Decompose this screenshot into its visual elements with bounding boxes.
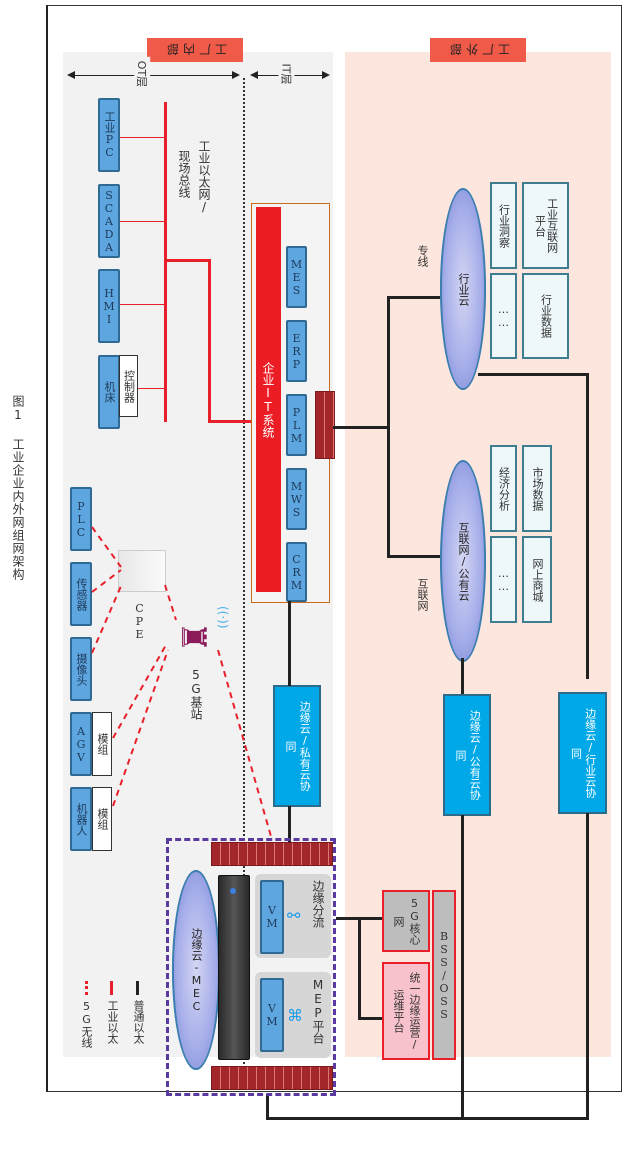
public-cloud[interactable]: 互联网/公有云 xyxy=(440,460,486,662)
trunk-to-public-cloud xyxy=(387,555,441,558)
ot-device-machine-tool[interactable]: 机床 xyxy=(98,355,120,429)
core-network-5g[interactable]: 5G核心网 xyxy=(382,890,430,952)
ot-device-link xyxy=(138,388,164,389)
bus-to-it-line-h2 xyxy=(208,420,253,423)
collab-private-cloud[interactable]: 边缘云/私有云协同 xyxy=(273,685,321,807)
server-led-icon xyxy=(230,888,236,894)
figure-caption: 图1 工业企业内外网组网架构 xyxy=(11,395,25,581)
operator-branch-vertical xyxy=(358,917,361,1019)
ot-device-hmi[interactable]: HMI xyxy=(98,269,120,343)
ot-device-link xyxy=(120,304,164,305)
ot-layer-label: OT层 xyxy=(134,56,151,92)
ot-arrow-left-icon xyxy=(67,71,75,79)
legend-label-wireless: 5G无线 xyxy=(80,1000,93,1048)
it-system-crm[interactable]: CRM xyxy=(286,542,307,602)
inside-zone-label: 工厂内部 xyxy=(163,42,228,57)
mec-server-icon xyxy=(218,875,250,1060)
industry-service-data[interactable]: 行业数据 xyxy=(522,273,569,359)
industry-service-more[interactable]: …… xyxy=(490,273,517,359)
collab-industry-cloud[interactable]: 边缘云/行业云协同 xyxy=(558,692,607,814)
agv-module[interactable]: 模组 xyxy=(92,712,112,776)
collab-public-cloud[interactable]: 边缘云/公有云协同 xyxy=(443,694,491,816)
outside-zone-tag: 工厂外部 xyxy=(430,38,526,62)
industrial-bus xyxy=(164,102,167,422)
wireless-device-sensor[interactable]: 传感器 xyxy=(70,562,92,626)
vm-mep[interactable]: VM xyxy=(260,978,284,1052)
private-collab-to-mec-line xyxy=(288,806,291,846)
vm-offload[interactable]: VM xyxy=(260,880,284,954)
it-system-mes[interactable]: MES xyxy=(286,246,307,308)
offload-label: 边缘分流 xyxy=(311,880,325,928)
industry-collab-to-bottom xyxy=(586,813,589,1119)
it-to-private-collab-line xyxy=(288,601,291,686)
ot-device-link xyxy=(120,137,164,138)
legend-label-industrial: 工业以太 xyxy=(106,1000,119,1044)
wireless-device-robot[interactable]: 机器人 xyxy=(70,787,92,851)
industry-service-insight[interactable]: 行业洞察 xyxy=(490,182,517,269)
it-system-plm[interactable]: PLM xyxy=(286,394,307,456)
public-collab-to-bottom xyxy=(461,815,464,1119)
public-service-more[interactable]: …… xyxy=(490,536,517,623)
public-service-online-mall[interactable]: 网上商城 xyxy=(522,536,552,623)
mec-bottom-link xyxy=(266,1094,269,1119)
mec-cloud[interactable]: 边缘云-MEC xyxy=(172,870,220,1070)
ot-device-scada[interactable]: SCADA xyxy=(98,184,120,258)
robot-module[interactable]: 模组 xyxy=(92,787,112,851)
legend-label-ethernet: 普通以太 xyxy=(132,1000,145,1044)
external-trunk-line xyxy=(387,296,390,558)
public-cloud-down-line xyxy=(461,658,464,694)
mec-top-firewall-icon xyxy=(211,842,333,866)
outside-zone-label: 工厂外部 xyxy=(446,42,511,57)
ot-it-divider xyxy=(243,78,245,1068)
offload-share-icon: ⚯ xyxy=(287,906,301,925)
industry-cloud-link-label: 专线 xyxy=(416,245,429,267)
industry-cloud-to-collab xyxy=(478,373,589,376)
public-service-economic-analysis[interactable]: 经济分析 xyxy=(490,445,517,532)
operator-branch-platform xyxy=(358,1017,382,1020)
bus-to-it-line-h xyxy=(166,259,210,262)
bottom-connector xyxy=(266,1117,589,1120)
ot-device-industrial-pc[interactable]: 工业PC xyxy=(98,98,120,172)
base-station-icon[interactable]: ♜ xyxy=(173,621,213,653)
it-system-mws[interactable]: MWS xyxy=(286,468,307,530)
it-layer-label: IT层 xyxy=(278,59,295,89)
it-to-external-line xyxy=(333,426,389,429)
wireless-device-camera[interactable]: 摄像头 xyxy=(70,637,92,701)
it-arrow-right-icon xyxy=(322,71,330,79)
legend-swatch-industrial xyxy=(110,981,113,995)
legend-swatch-wireless xyxy=(85,981,88,995)
industry-cloud[interactable]: 行业云 xyxy=(440,188,486,390)
industry-collab-vertical xyxy=(586,373,589,679)
mec-bottom-firewall-icon xyxy=(211,1066,333,1090)
ot-layer-arrow xyxy=(72,75,238,76)
fieldbus-label-1: 工业以太网/ xyxy=(197,140,211,214)
bss-oss[interactable]: BSS/OSS xyxy=(432,890,456,1060)
public-cloud-link-label: 互联网 xyxy=(416,578,429,611)
mep-label: MEP平台 xyxy=(311,978,325,1044)
ot-arrow-right-icon xyxy=(232,71,240,79)
ot-device-link xyxy=(120,221,164,222)
legend-swatch-ethernet xyxy=(136,981,139,995)
cpe-device-icon[interactable] xyxy=(118,550,166,592)
it-arrow-left-icon xyxy=(250,71,258,79)
it-firewall-icon xyxy=(315,391,335,459)
it-system-erp[interactable]: ERP xyxy=(286,320,307,382)
signal-waves-icon: ((·)) xyxy=(216,606,230,629)
cpe-label: CPE xyxy=(133,602,146,641)
bus-to-it-line-v xyxy=(208,259,211,423)
public-service-market-data[interactable]: 市场数据 xyxy=(522,445,552,532)
enterprise-it-title: 企业IT系统 xyxy=(256,207,281,592)
base-station-label: 5G基站 xyxy=(189,668,203,720)
mep-api-icon: ⌘ xyxy=(287,1006,303,1025)
industry-service-platform[interactable]: 工业互联网平台 xyxy=(522,182,569,269)
fieldbus-label-2: 现场总线 xyxy=(177,150,191,198)
wireless-device-plc[interactable]: PLC xyxy=(70,487,92,551)
trunk-to-industry-cloud xyxy=(387,296,441,299)
inside-zone-tag: 工厂内部 xyxy=(147,38,243,62)
controller-module[interactable]: 控制器 xyxy=(119,355,138,417)
wireless-device-agv[interactable]: AGV xyxy=(70,712,92,776)
edge-ops-platform[interactable]: 统一边缘运营/运维平台 xyxy=(382,962,430,1060)
